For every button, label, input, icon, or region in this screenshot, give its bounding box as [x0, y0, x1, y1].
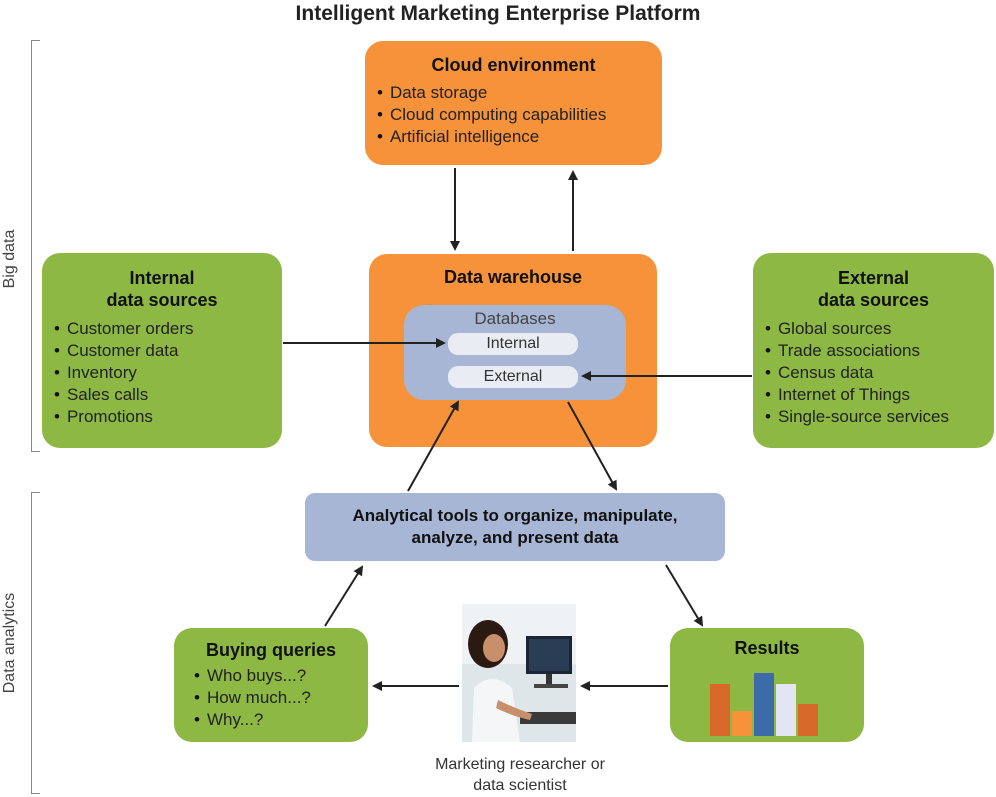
external-sources-title-line1: External — [837, 268, 910, 288]
arrow-analytics-to-results — [665, 564, 704, 627]
diagram-title: Intelligent Marketing Enterprise Platfor… — [295, 2, 701, 25]
internal-db-pill: Internal — [448, 333, 578, 355]
researcher-caption-line1: Marketing researcher or — [435, 756, 605, 773]
results-bar — [710, 684, 730, 736]
databases-label: Databases — [474, 309, 556, 328]
results-bar — [798, 704, 818, 736]
list-item: Cloud computing capabilities — [377, 104, 662, 126]
big-data-bracket — [31, 40, 40, 452]
external-sources-title: External data sources — [753, 267, 994, 311]
buying-queries-list: Who buys...? How much...? Why...? — [194, 665, 368, 731]
list-item: Sales calls — [54, 384, 282, 406]
arrow-warehouse-to-analytics — [567, 401, 617, 491]
data-warehouse-title: Data warehouse — [443, 267, 583, 287]
internal-sources-box: Internal data sources Customer orders Cu… — [42, 253, 282, 448]
list-item: Internet of Things — [765, 384, 994, 406]
internal-sources-title-line1: Internal — [129, 268, 195, 288]
list-item: Promotions — [54, 406, 282, 428]
buying-queries-box: Buying queries Who buys...? How much...?… — [174, 628, 368, 742]
researcher-caption-line2: data scientist — [473, 777, 567, 794]
list-item: Single-source services — [765, 406, 994, 428]
results-bar — [732, 711, 752, 736]
results-title: Results — [734, 638, 800, 658]
cloud-environment-title: Cloud environment — [431, 55, 596, 75]
list-item: Data storage — [377, 82, 662, 104]
analytical-tools-line2: analyze, and present data — [411, 528, 619, 547]
data-analytics-bracket — [31, 492, 40, 794]
list-item: Trade associations — [765, 340, 994, 362]
cloud-environment-list: Data storage Cloud computing capabilitie… — [377, 82, 662, 148]
analytical-tools-text: Analytical tools to organize, manipulate… — [305, 505, 725, 549]
list-item: Global sources — [765, 318, 994, 340]
researcher-caption: Marketing researcher or data scientist — [390, 754, 650, 796]
list-item: Customer orders — [54, 318, 282, 340]
arrow-queries-to-analytics — [324, 565, 364, 627]
researcher-photo — [462, 604, 576, 742]
results-bar-icon — [710, 673, 818, 736]
list-item: Why...? — [194, 709, 368, 731]
results-bar — [776, 684, 796, 736]
external-sources-title-line2: data sources — [817, 290, 930, 310]
arrow-analytics-to-warehouse — [407, 400, 459, 492]
internal-sources-title: Internal data sources — [42, 267, 282, 311]
external-db-pill: External — [448, 366, 578, 388]
list-item: Who buys...? — [194, 665, 368, 687]
external-sources-box: External data sources Global sources Tra… — [753, 253, 994, 448]
external-sources-list: Global sources Trade associations Census… — [765, 318, 994, 428]
cloud-environment-box: Cloud environment Data storage Cloud com… — [365, 41, 662, 165]
buying-queries-title: Buying queries — [205, 640, 337, 660]
internal-sources-title-line2: data sources — [106, 290, 218, 310]
analytical-tools-box: Analytical tools to organize, manipulate… — [305, 493, 725, 561]
results-bar — [754, 673, 774, 736]
list-item: Artificial intelligence — [377, 126, 662, 148]
list-item: Census data — [765, 362, 994, 384]
list-item: Customer data — [54, 340, 282, 362]
list-item: How much...? — [194, 687, 368, 709]
internal-sources-list: Customer orders Customer data Inventory … — [54, 318, 282, 428]
list-item: Inventory — [54, 362, 282, 384]
analytical-tools-line1: Analytical tools to organize, manipulate… — [352, 506, 678, 525]
